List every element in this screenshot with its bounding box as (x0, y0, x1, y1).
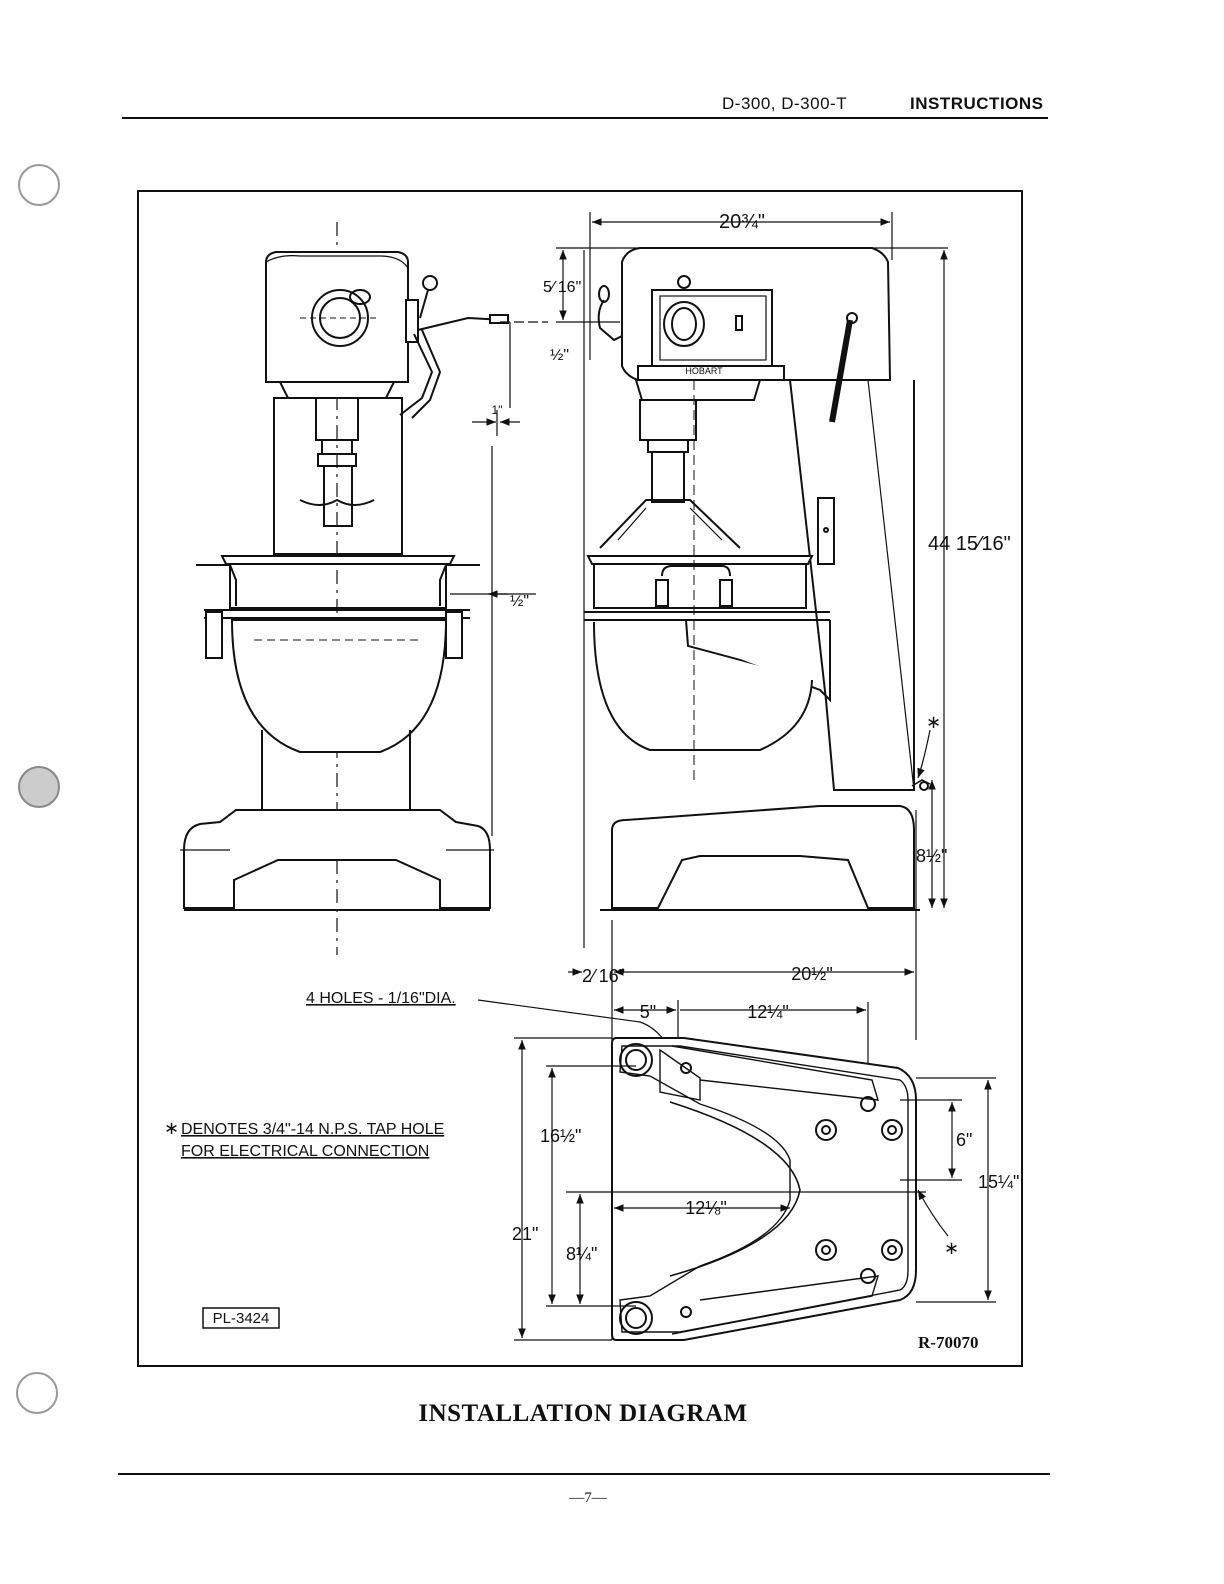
dim-rear-width: 15¼" (978, 1172, 1019, 1192)
footer-rule (118, 1473, 1050, 1475)
front-view-mixer (180, 222, 508, 955)
dim-rear-holes: 6" (956, 1130, 972, 1150)
dim-hole-span: 16½" (540, 1126, 581, 1146)
dim-hole-half: 8¼" (566, 1244, 597, 1264)
dim-overall-height: 44 15⁄16" (928, 533, 1011, 555)
dim-bowl-rim: ½" (510, 593, 529, 610)
dim-hole-offset: 5" (640, 1002, 656, 1022)
dim-base-depth: 20½" (791, 964, 832, 984)
tap-note-line1: DENOTES 3/4"-14 N.P.S. TAP HOLE (181, 1121, 444, 1138)
dim-conn-height: 8½" (916, 846, 947, 866)
base-plan-view (612, 1038, 916, 1340)
brand-plate: HOBART (685, 366, 723, 376)
asterisk-base: ∗ (944, 1238, 959, 1258)
dim-base-width: 21" (512, 1224, 538, 1244)
tap-note-line2: FOR ELECTRICAL CONNECTION (181, 1143, 429, 1160)
drawing-number: R-70070 (918, 1333, 978, 1352)
diagram-caption: INSTALLATION DIAGRAM (0, 1400, 1166, 1428)
dim-head-step: ½" (550, 347, 569, 364)
dim-base-front: 2⁄ 16" (582, 966, 625, 986)
part-number: PL-3424 (213, 1310, 270, 1327)
asterisk-side: ∗ (926, 712, 941, 732)
page-number: —7— (0, 1490, 1176, 1507)
dim-hole-spacing: 12¼" (747, 1002, 788, 1022)
dim-overall-depth: 20¾" (719, 211, 765, 233)
side-view-mixer: HOBART (584, 248, 930, 910)
holes-note: 4 HOLES - 1/16"DIA. (306, 990, 456, 1007)
dim-inner-span: 12⅛" (685, 1198, 726, 1218)
dim-lever-gap: 1" (492, 403, 503, 417)
tap-asterisk: ∗ (164, 1118, 179, 1138)
dim-head-offset: 5⁄ 16" (543, 279, 581, 296)
